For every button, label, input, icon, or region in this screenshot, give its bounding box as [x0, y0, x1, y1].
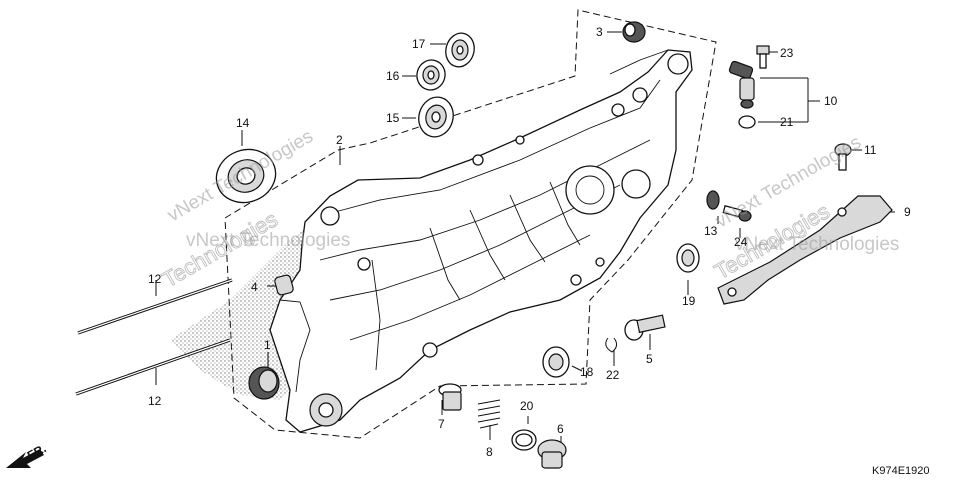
watermark-text: vNext Technologies [186, 230, 350, 251]
part-bushing-3 [622, 21, 646, 43]
part-label-15: 15 [386, 111, 400, 125]
part-number-labels: 1 2 3 4 5 6 7 8 9 10 11 12 12 13 14 15 1… [148, 25, 911, 459]
part-label-9: 9 [904, 205, 911, 219]
part-spring-8 [477, 399, 501, 429]
part-label-11: 11 [864, 143, 877, 157]
part-oring-20 [511, 429, 537, 451]
part-label-5: 5 [646, 352, 653, 366]
part-label-17: 17 [412, 37, 426, 51]
part-stud-bolts-12 [75, 278, 233, 396]
part-label-8: 8 [486, 445, 493, 459]
part-label-13: 13 [704, 224, 718, 238]
part-bolt-23 [756, 45, 770, 69]
part-bearing-14 [215, 148, 277, 204]
part-seal-18 [542, 346, 570, 378]
part-sensor-5 [624, 314, 666, 341]
part-seal-19 [676, 243, 700, 273]
part-bearing-17 [445, 32, 475, 68]
part-label-24: 24 [734, 235, 748, 249]
part-label-2: 2 [336, 133, 343, 147]
part-label-23: 23 [780, 46, 794, 60]
part-label-18: 18 [580, 365, 594, 379]
part-label-19: 19 [682, 294, 696, 308]
part-dowel-4 [274, 274, 294, 296]
part-label-10: 10 [824, 94, 838, 108]
part-label-16: 16 [386, 69, 400, 83]
front-direction-indicator: FR. [6, 441, 48, 468]
part-bearing-1 [248, 366, 280, 400]
assembly-outline [224, 9, 717, 439]
part-sensor-10 [728, 60, 755, 109]
part-label-20: 20 [520, 399, 534, 413]
part-label-7: 7 [438, 417, 445, 431]
part-label-1: 1 [264, 338, 271, 352]
part-label-12-upper: 12 [148, 272, 162, 286]
diagram-code: K974E1920 [872, 465, 930, 477]
part-drain-plug-6 [537, 439, 567, 469]
part-label-12-lower: 12 [148, 394, 162, 408]
part-bearing-16 [416, 59, 446, 91]
part-bolt-11 [834, 143, 852, 171]
leader-lines [155, 31, 895, 448]
part-washer-13 [706, 190, 720, 210]
front-arrow-icon [6, 449, 44, 468]
part-label-14: 14 [236, 116, 250, 130]
part-bearing-15 [418, 96, 454, 138]
part-clip-22 [605, 337, 618, 353]
part-label-6: 6 [557, 422, 564, 436]
part-oring-21 [738, 115, 756, 129]
part-label-22: 22 [606, 368, 620, 382]
part-label-4: 4 [251, 280, 258, 294]
part-bolt-24 [722, 204, 752, 222]
part-guide-plate-9 [717, 195, 893, 305]
part-label-21: 21 [780, 115, 794, 129]
part-label-3: 3 [596, 25, 603, 39]
part-strainer-7 [438, 383, 462, 411]
watermark-text: vNext Technologies [735, 234, 899, 255]
crankcase-body [269, 49, 693, 433]
